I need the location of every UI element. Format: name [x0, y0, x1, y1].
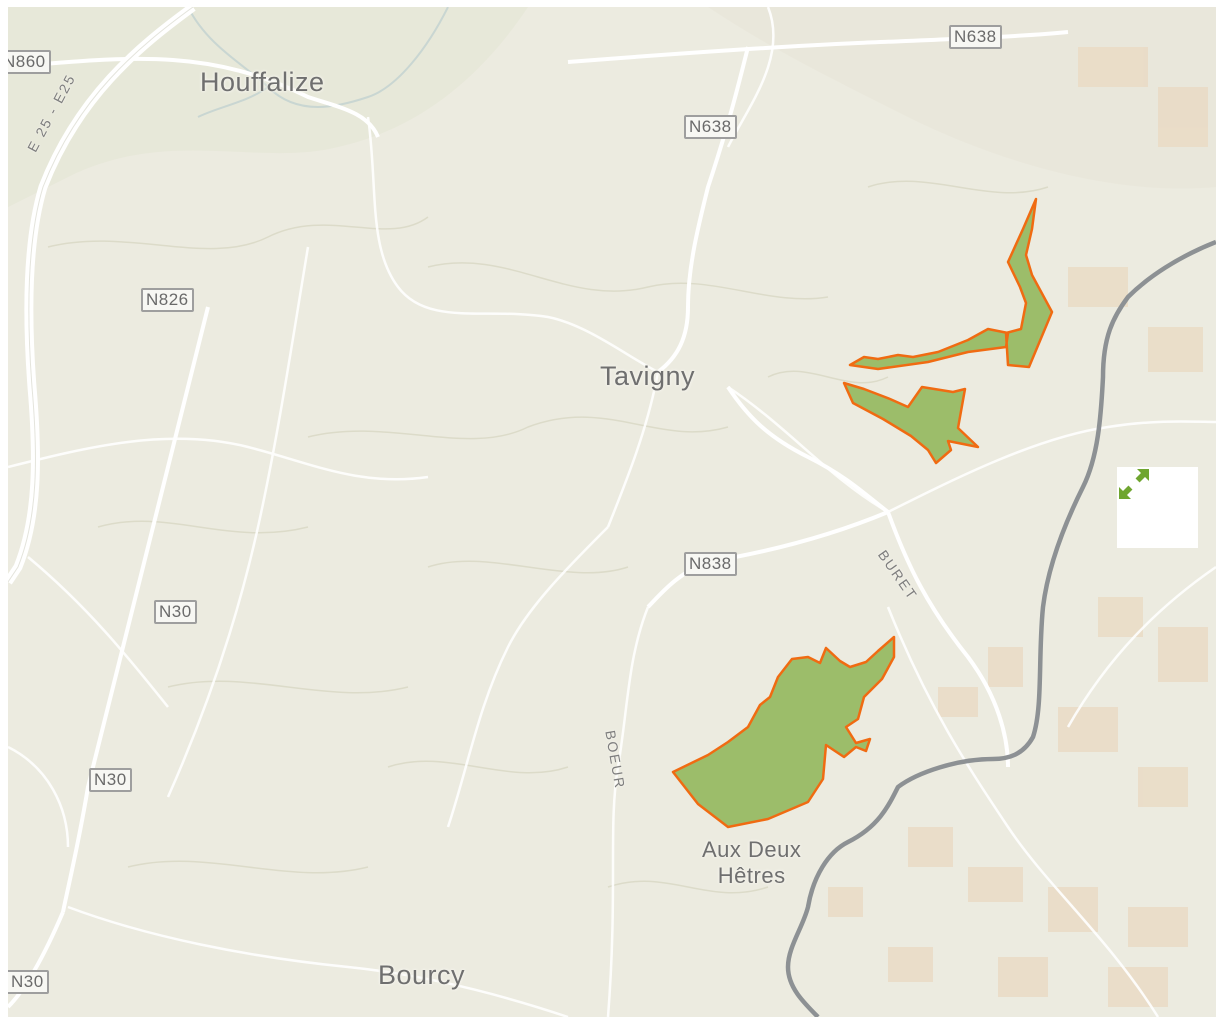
- national-border: [785, 239, 1216, 1017]
- protected-area-south[interactable]: [671, 635, 896, 829]
- urban-areas: [828, 47, 1208, 1007]
- protected-area-north[interactable]: [848, 197, 1054, 371]
- place-houffalize: Houffalize: [200, 67, 325, 97]
- place-aux-deux-hetres: Aux Deux Hêtres: [702, 837, 802, 888]
- expand-arrows-icon: [1119, 469, 1149, 499]
- road-shield-n860: N860: [8, 50, 51, 74]
- place-bourcy: Bourcy: [378, 960, 466, 990]
- place-tavigny: Tavigny: [600, 361, 696, 391]
- rivers: [187, 7, 449, 118]
- road-shield-n30-bottom: N30: [8, 970, 49, 994]
- main-roads: [8, 30, 1069, 1009]
- minor-roads: [8, 7, 1216, 1017]
- terrain-contours: [47, 180, 1049, 894]
- road-shield-n638: N638: [684, 115, 737, 139]
- map-base-layer: [8, 7, 1216, 1017]
- road-shield-n638-top: N638: [949, 25, 1002, 49]
- road-shield-n30-upper: N30: [154, 600, 197, 624]
- protected-area-middle[interactable]: [842, 381, 980, 465]
- map-canvas[interactable]: Houffalize Tavigny Aux Deux Hêtres Bourc…: [8, 7, 1216, 1017]
- road-shield-n826: N826: [141, 288, 194, 312]
- fullscreen-button[interactable]: [1117, 467, 1198, 548]
- road-shield-n30-mid: N30: [89, 768, 132, 792]
- protected-areas[interactable]: [671, 197, 1054, 829]
- road-shield-n838: N838: [684, 552, 737, 576]
